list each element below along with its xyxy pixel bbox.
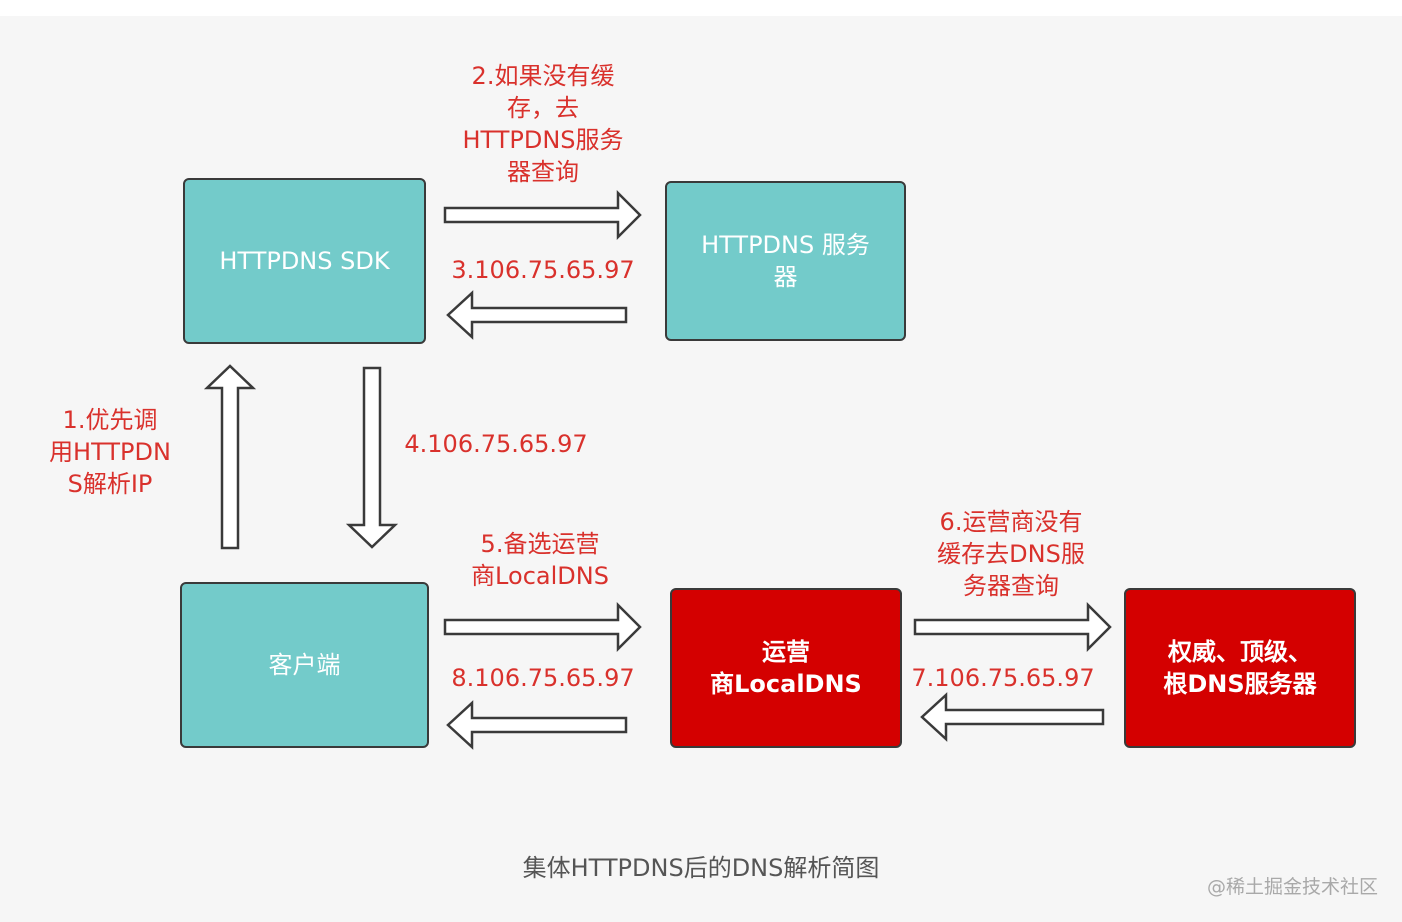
httpdns-server-box: HTTPDNS 服务 器 xyxy=(665,181,906,341)
client-box: 客户端 xyxy=(180,582,429,748)
arrow-client-to-localdns xyxy=(443,601,642,653)
step-6-label: 6.运营商没有 缓存去DNS服 务器查询 xyxy=(937,508,1085,600)
httpdns-sdk-box: HTTPDNS SDK xyxy=(183,178,426,344)
authoritative-dns-box: 权威、顶级、 根DNS服务器 xyxy=(1124,588,1356,748)
step-1-label: 1.优先调 用HTTPDN S解析IP xyxy=(49,406,171,498)
arrow-server-to-sdk xyxy=(446,290,628,340)
step-8-label: 8.106.75.65.97 xyxy=(451,664,635,692)
arrow-auth-to-localdns xyxy=(920,692,1105,742)
step-7-label: 7.106.75.65.97 xyxy=(911,664,1095,692)
step-2-label: 2.如果没有缓 存，去 HTTPDNS服务 器查询 xyxy=(462,62,624,186)
arrow-sdk-to-server xyxy=(443,189,642,241)
step-3-label: 3.106.75.65.97 xyxy=(451,256,635,284)
arrow-sdk-to-client xyxy=(345,366,399,549)
step-5-label: 5.备选运营 商LocalDNS xyxy=(471,530,609,590)
arrow-localdns-to-auth xyxy=(913,601,1112,653)
arrow-localdns-to-client xyxy=(446,700,628,750)
diagram-caption: 集体HTTPDNS后的DNS解析简图 xyxy=(522,854,880,882)
carrier-localdns-box: 运营 商LocalDNS xyxy=(670,588,902,748)
watermark: @稀土掘金技术社区 xyxy=(1206,876,1378,898)
arrow-client-to-sdk xyxy=(203,364,257,550)
step-4-label: 4.106.75.65.97 xyxy=(404,430,588,458)
